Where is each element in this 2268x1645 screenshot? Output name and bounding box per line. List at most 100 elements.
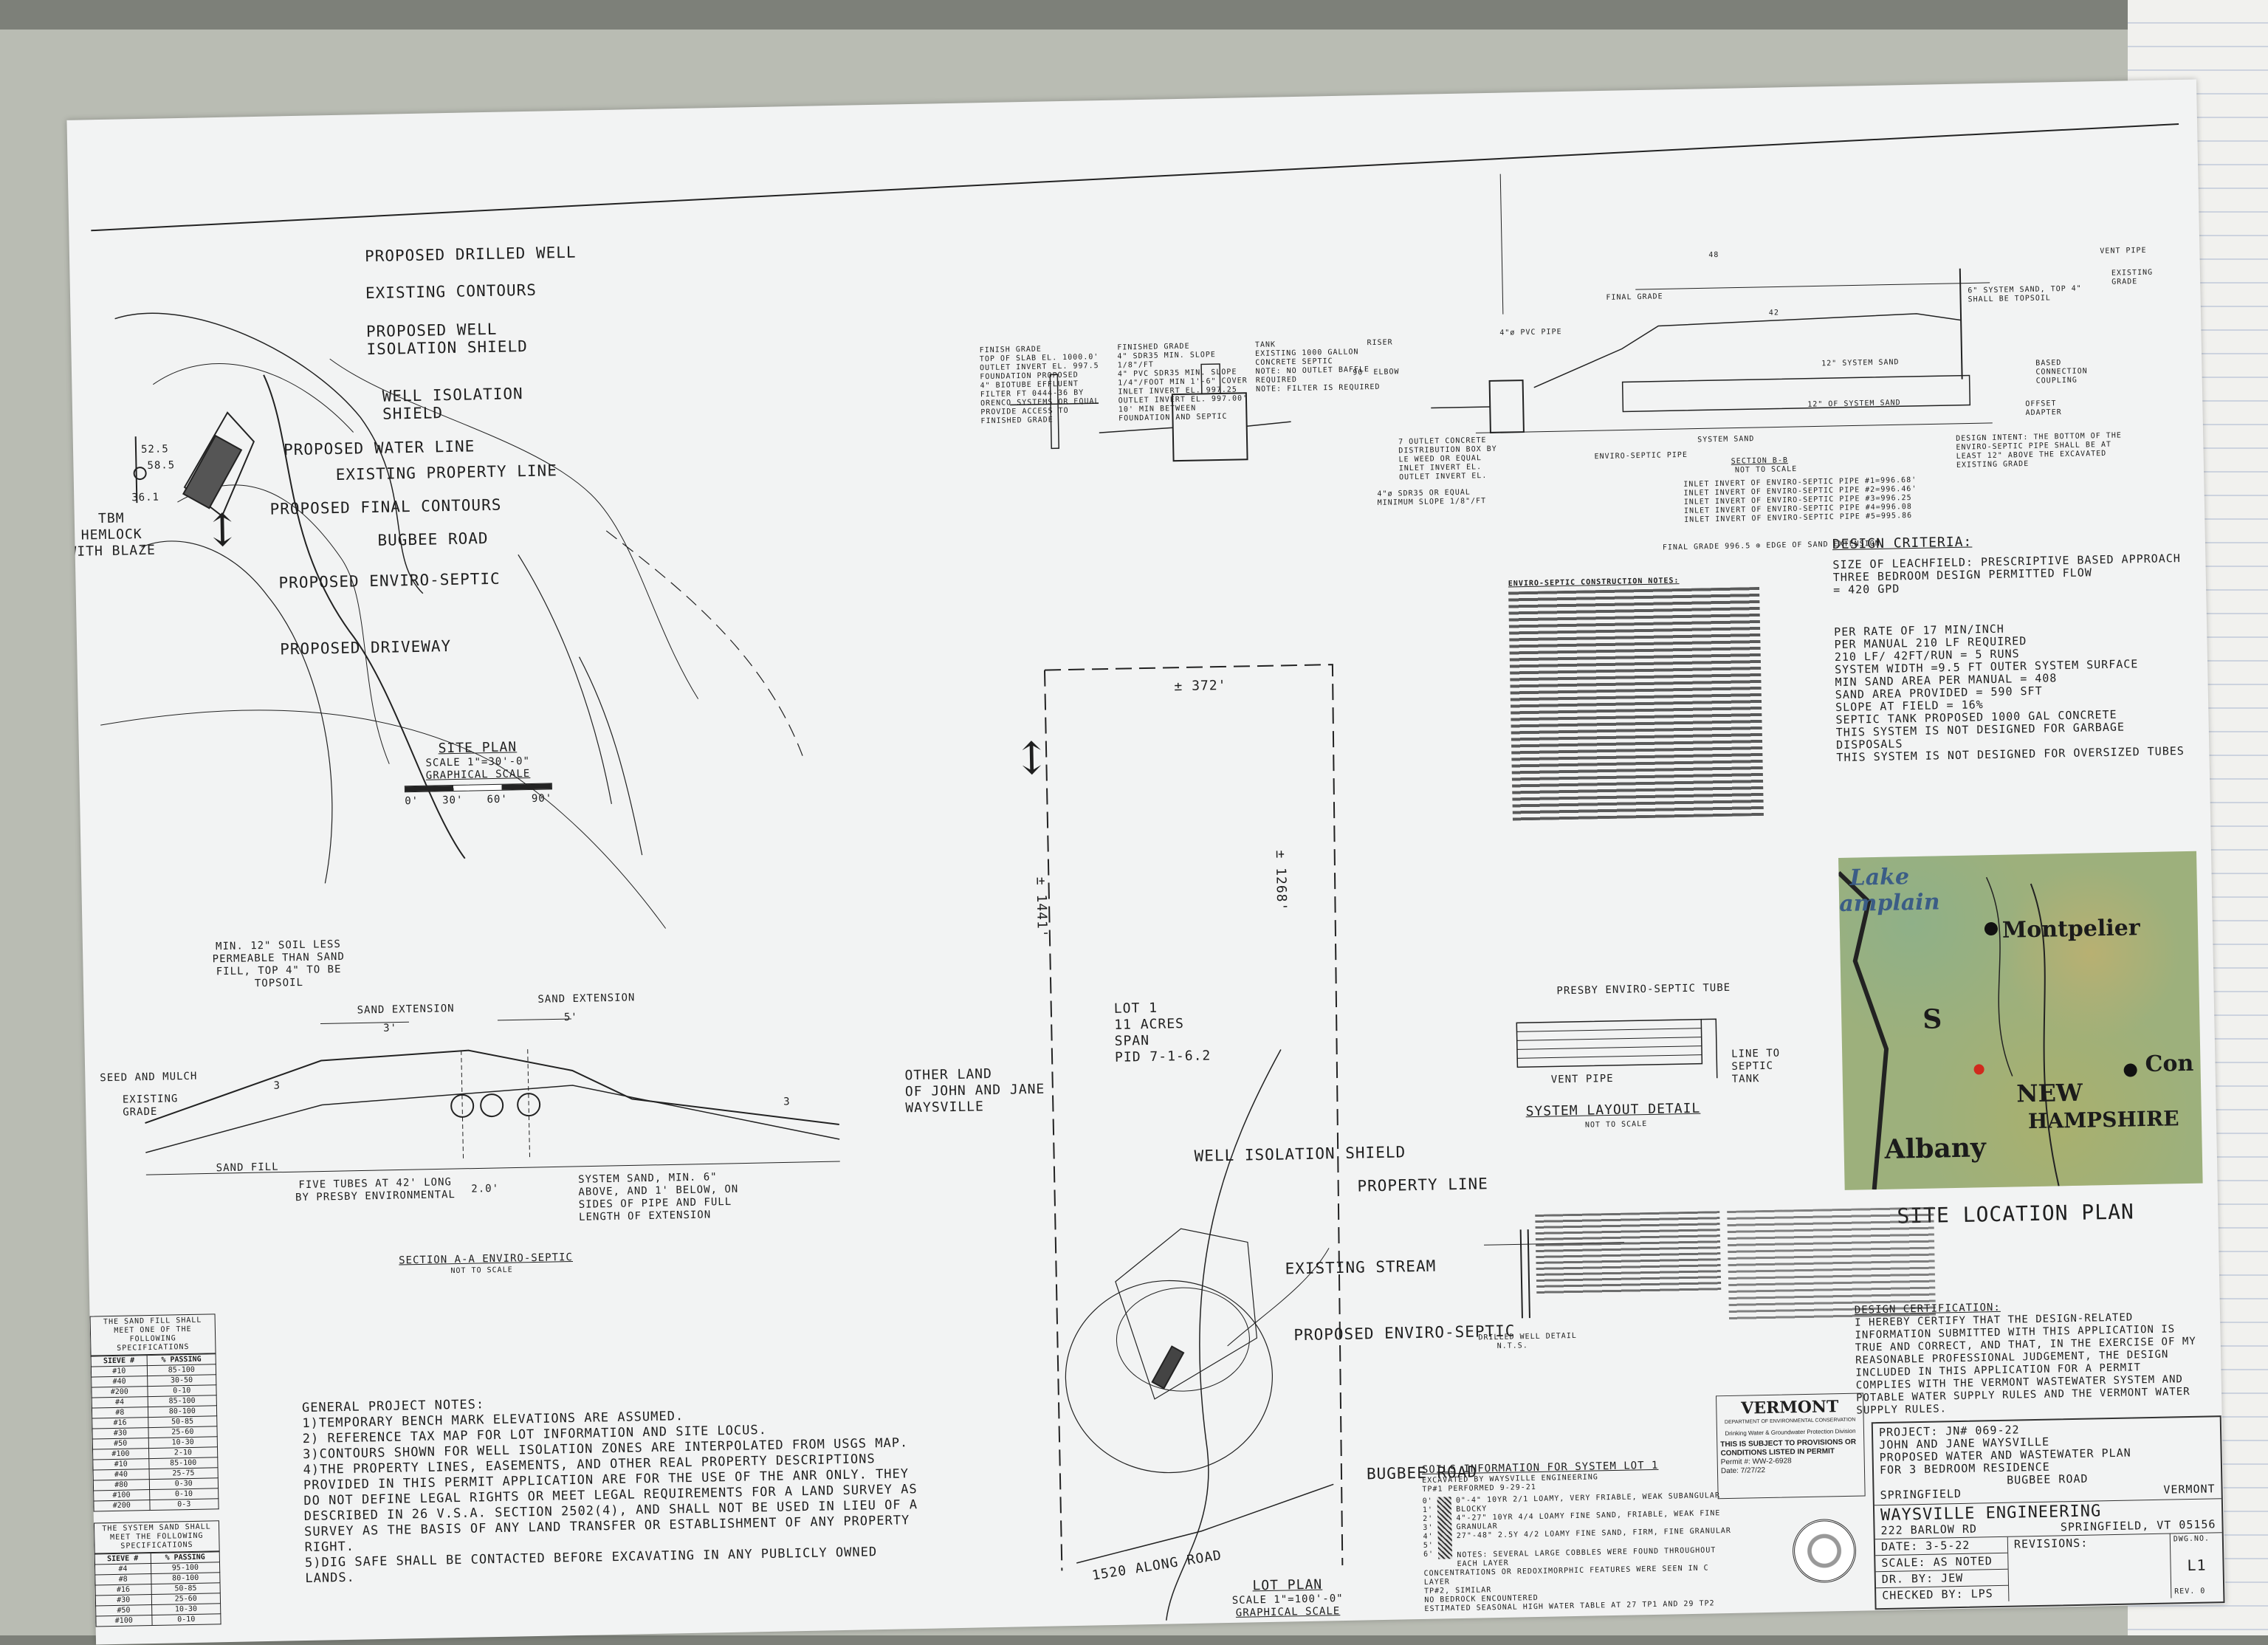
bb-enviro-pipe: ENVIRO-SEPTIC PIPE: [1594, 450, 1688, 461]
design-certification-text: I HEREBY CERTIFY THAT THE DESIGN-RELATED…: [1855, 1311, 2196, 1417]
soils-depths: 0' 1' 2' 3' 4' 5' 6': [1423, 1497, 1434, 1570]
cell: #10: [91, 1365, 148, 1378]
section-bb-nts: NOT TO SCALE: [1734, 464, 1798, 475]
tank-label: NOTE: FILTER IS REQUIRED: [1255, 382, 1381, 394]
site-location-map: Lake amplain Montpelier S Con NEW HAMPSH…: [1838, 851, 2203, 1190]
bb-coupling: BASED CONNECTION COUPLING: [2035, 359, 2088, 385]
bb-riser: RISER: [1367, 338, 1393, 348]
construction-notes: ENVIRO-SEPTIC CONSTRUCTION NOTES:: [1508, 575, 1764, 821]
cell: #100: [93, 1489, 150, 1502]
lot-dim-left: ± 1441': [1033, 876, 1050, 938]
lot-number: LOT 1: [1113, 1000, 1158, 1017]
map-s: S: [1922, 1003, 1942, 1035]
soil-depth: 2': [1423, 1514, 1434, 1523]
vermont-dept: DEPARTMENT OF ENVIRONMENTAL CONSERVATION: [1724, 1417, 1856, 1426]
soil-depth: 6': [1423, 1550, 1434, 1559]
soils-info: SOILS INFORMATION FOR SYSTEM LOT 1 EXCAV…: [1422, 1458, 1735, 1614]
site-callout-well-shield: PROPOSED WELL ISOLATION SHIELD: [365, 320, 528, 359]
lot-dim-top: ± 372': [1174, 677, 1227, 695]
title-checked-by: CHECKED BY: LPS: [1882, 1587, 1993, 1603]
firm-city: SPRINGFIELD, VT 05156: [2060, 1517, 2216, 1534]
general-notes: GENERAL PROJECT NOTES: 1)TEMPORARY BENCH…: [302, 1389, 933, 1587]
map-champlain: amplain: [1838, 889, 1940, 917]
section-aa-drawing: [145, 1018, 840, 1175]
bb-dbox: 7 OUTLET CONCRETE DISTRIBUTION BOX BY LE…: [1398, 436, 1497, 482]
title-block: PROJECT: JN# 069-22 JOHN AND JANE WAYSVI…: [1871, 1415, 2225, 1610]
bb-12-sand: 12" SYSTEM SAND: [1821, 358, 1900, 368]
cell: #40: [93, 1469, 149, 1481]
title-dwg-col: DWG.NO. L1 REV. 0: [2171, 1533, 2224, 1598]
section-aa-sand-ext-2: SAND EXTENSION: [537, 992, 636, 1006]
site-scale-tick: 0': [405, 794, 419, 808]
lot-north-arrow-icon: ↕: [1012, 732, 1051, 786]
design-criteria: DESIGN CRITERIA: SIZE OF LEACHFIELD: PRE…: [1832, 530, 2191, 764]
soil-depth: 5': [1423, 1541, 1434, 1550]
section-aa-five-tubes: FIVE TUBES AT 42' LONG BY PRESBY ENVIRON…: [295, 1176, 456, 1204]
tank-detail-drawing: [1010, 363, 1291, 462]
construction-notes-text: [1508, 586, 1764, 821]
vermont-approval-stamp: VERMONT DEPARTMENT OF ENVIRONMENTAL CONS…: [1716, 1392, 1866, 1500]
vermont-division: Drinking Water & Groundwater Protection …: [1725, 1427, 1856, 1438]
general-note-item: 4)THE PROPERTY LINES, EASEMENTS, AND OTH…: [303, 1452, 918, 1556]
section-aa-slope-left: 3: [273, 1079, 281, 1092]
lot-callout-property: PROPERTY LINE: [1357, 1175, 1489, 1195]
system-layout-title: SYSTEM LAYOUT DETAIL: [1525, 1100, 1701, 1120]
cell: #80: [93, 1479, 150, 1491]
section-aa-dim-2: 2.0': [471, 1182, 500, 1195]
cell: #40: [91, 1376, 148, 1388]
title-rev: REV. 0: [2174, 1587, 2206, 1596]
section-aa-sand-fill: SAND FILL: [216, 1161, 279, 1175]
site-callout-isolation: WELL ISOLATION SHIELD: [382, 385, 523, 423]
title-sheet-number: L1: [2187, 1556, 2207, 1575]
site-scale-tick: 90': [531, 792, 553, 805]
tank-label: 4" PVC SDR35 MIN. SLOPE 1/4"/FOOT MIN 1'…: [1117, 368, 1248, 388]
bb-12-of-sand: 12" OF SYSTEM SAND: [1807, 399, 1901, 409]
cell: 0-10: [151, 1613, 221, 1626]
bb-elbow: 90' ELBOW: [1353, 368, 1400, 377]
system-sand-title: THE SYSTEM SAND SHALL MEET THE FOLLOWING…: [93, 1520, 220, 1554]
title-revisions: REVISIONS:: [2007, 1534, 2172, 1601]
vermont-provisions: THIS IS SUBJECT TO PROVISIONS OR CONDITI…: [1720, 1438, 1857, 1458]
system-sand-spec: THE SYSTEM SAND SHALL MEET THE FOLLOWING…: [93, 1520, 221, 1627]
map-con: Con: [2145, 1050, 2194, 1078]
vermont-date: Date: 7/27/22: [1720, 1466, 1766, 1476]
bb-inverts: INLET INVERT OF ENVIRO-SEPTIC PIPE #1=99…: [1683, 476, 1917, 525]
system-layout-drawing: [1516, 1018, 1718, 1079]
cell: #50: [92, 1438, 149, 1450]
bb-final-grade: FINAL GRADE: [1606, 292, 1663, 302]
soil-depth: 1': [1422, 1505, 1434, 1514]
cell: #100: [92, 1448, 149, 1460]
col-sieve: SIEVE #: [94, 1553, 151, 1565]
layout-line-label: LINE TO SEPTIC TANK: [1731, 1047, 1781, 1085]
design-certification: DESIGN CERTIFICATION: I HEREBY CERTIFY T…: [1855, 1298, 2204, 1418]
title-dwg-label: DWG.NO.: [2173, 1534, 2210, 1544]
spot-elev-3: 36.1: [131, 491, 160, 504]
tank-label: EXISTING 1000 GALLON CONCRETE SEPTIC: [1255, 348, 1359, 368]
cell: #30: [95, 1594, 152, 1607]
bb-vent-pipe: VENT PIPE: [2100, 246, 2147, 256]
soils-profile: 0' 1' 2' 3' 4' 5' 6' 0"-4" 10YR 2/1 LOAM…: [1423, 1491, 1734, 1570]
title-left-col: DATE: 3-5-22 SCALE: AS NOTED DR. BY: JEW…: [1874, 1536, 2010, 1604]
lot-pid: PID 7-1-6.2: [1114, 1048, 1212, 1065]
cell: #4: [92, 1396, 148, 1409]
project-town: SPRINGFIELD: [1880, 1486, 1962, 1503]
map-new: NEW: [2016, 1078, 2083, 1108]
site-callout-driveway: PROPOSED DRIVEWAY: [280, 637, 452, 659]
section-aa-dim-5: 5': [563, 1011, 578, 1024]
tbm-label: TBM HEMLOCK WITH BLAZE: [68, 510, 157, 560]
site-plan-title-block: SITE PLAN SCALE 1"=30'-0" GRAPHICAL SCAL…: [404, 738, 553, 808]
section-aa-soil-note: MIN. 12" SOIL LESS PERMEABLE THAN SAND F…: [212, 938, 345, 990]
site-callout-contours: EXISTING CONTOURS: [365, 281, 537, 303]
other-land-label: OTHER LAND OF JOHN AND JANE WAYSVILLE: [904, 1065, 1045, 1117]
map-lake: Lake: [1849, 864, 1910, 891]
spot-elev-1: 52.5: [140, 443, 169, 456]
site-scale-tick: 30': [442, 794, 464, 807]
cell: #200: [91, 1386, 148, 1398]
section-aa-sand-ext-1: SAND EXTENSION: [357, 1003, 455, 1017]
section-aa-seed: SEED AND MULCH: [100, 1070, 198, 1085]
cell: #16: [92, 1417, 148, 1429]
lot-span: SPAN: [1114, 1032, 1150, 1049]
